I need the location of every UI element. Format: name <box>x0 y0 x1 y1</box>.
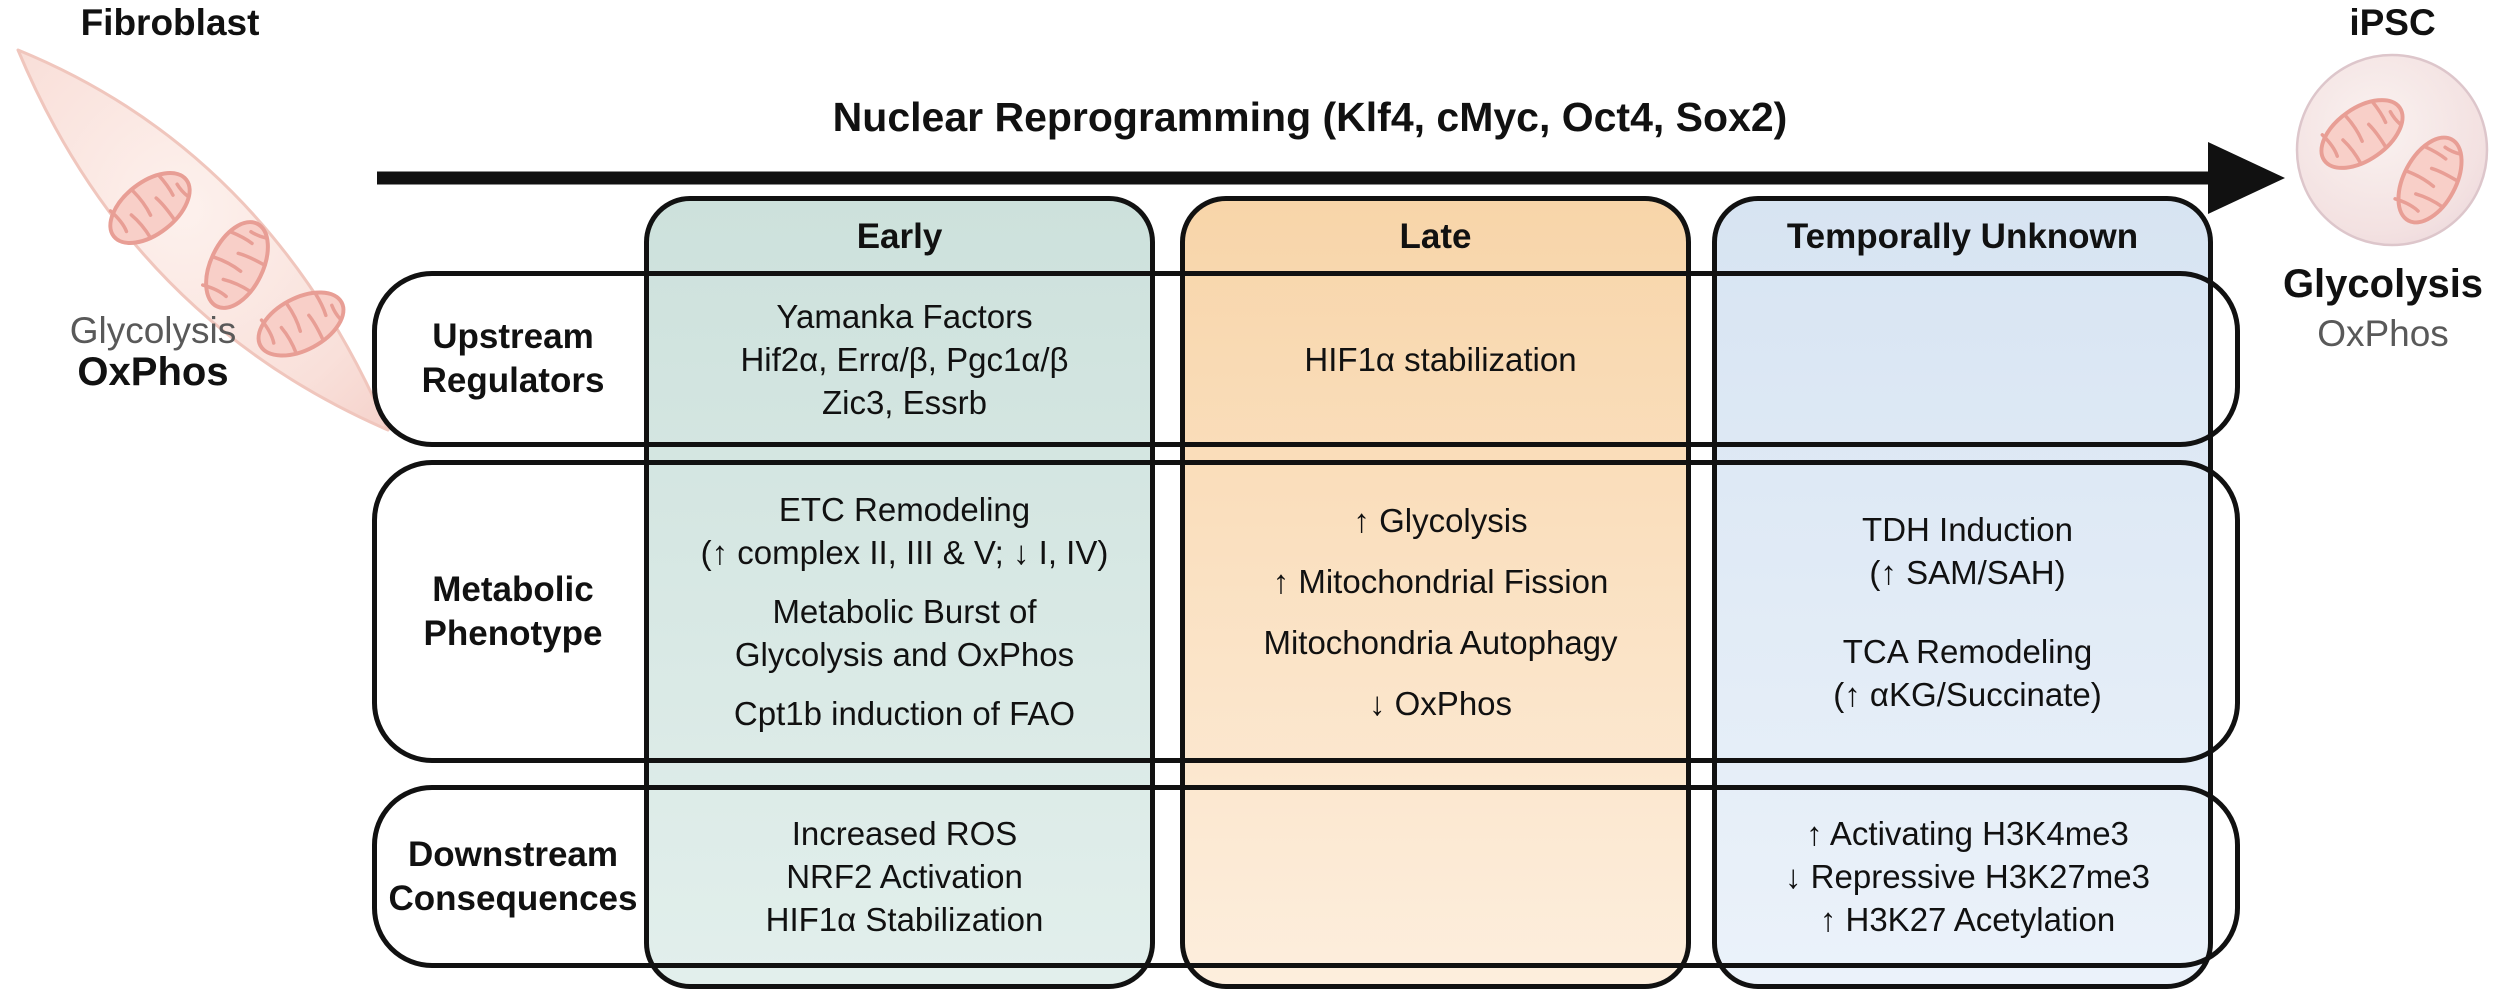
row-label-upstream-regulators: Upstream Regulators <box>421 317 605 400</box>
cell-downstream-early: Increased ROS NRF2 Activation HIF1α Stab… <box>765 815 1044 938</box>
fibroblast-glycolysis-label: Glycolysis <box>69 310 237 351</box>
column-temporally-unknown: Temporally Unknown <box>1712 196 2213 989</box>
cell-downstream-unknown: ↑ Activating H3K4me3 ↓ Repressive H3K27m… <box>1785 815 2150 938</box>
cell-upstream-unknown-empty <box>1717 276 2218 442</box>
cell-metabolic-unknown: TDH Induction (↑ SAM/SAH) TCA Remodeling… <box>1717 465 2218 758</box>
cell-metabolic-late: ↑ Glycolysis ↑ Mitochondrial Fission Mit… <box>1263 501 1618 722</box>
cell-upstream-late: HIF1α stabilization <box>1304 340 1577 378</box>
column-header-temporally-unknown: Temporally Unknown <box>1786 217 2139 256</box>
cell-paragraph: Cpt1b induction of FAO <box>733 695 1076 732</box>
cell-upstream-early: Yamanka Factors Hif2α, Errα/β, Pgc1α/β Z… <box>740 297 1069 421</box>
cell-metabolic-early: ETC Remodeling (↑ complex II, III & V; ↓… <box>649 465 1160 758</box>
figure-title: Nuclear Reprogramming (Klf4, cMyc, Oct4,… <box>832 94 1788 140</box>
row-downstream-consequences: Downstream Consequences Increased ROS NR… <box>372 785 2240 968</box>
row-label-metabolic-phenotype: Metabolic Phenotype <box>423 569 603 653</box>
cell-downstream-late-empty <box>1185 790 1696 963</box>
column-late: Late <box>1180 196 1691 989</box>
ipsc-oxphos-label: OxPhos <box>2317 313 2449 354</box>
cell-paragraph: ETC Remodeling (↑ complex II, III & V; ↓… <box>700 491 1109 571</box>
fibroblast-label: Fibroblast <box>80 2 260 43</box>
ipsc-label: iPSC <box>2349 2 2436 43</box>
cell-paragraph: Metabolic Burst of Glycolysis and OxPhos <box>734 593 1075 673</box>
fibroblast-oxphos-label: OxPhos <box>77 350 229 394</box>
column-early: Early <box>644 196 1155 989</box>
row-upstream-regulators: Upstream Regulators Yamanka Factors Hif2… <box>372 271 2240 447</box>
cell-paragraph: TCA Remodeling (↑ αKG/Succinate) <box>1833 632 2102 713</box>
cell-paragraph: TDH Induction (↑ SAM/SAH) <box>1862 510 2073 591</box>
ipsc-glycolysis-label: Glycolysis <box>2282 262 2484 306</box>
row-metabolic-phenotype: Metabolic Phenotype ETC Remodeling (↑ co… <box>372 460 2240 763</box>
timeline-arrow-icon <box>377 142 2285 214</box>
ipsc-cell-illustration <box>2295 53 2489 247</box>
column-header-late: Late <box>1399 217 1472 256</box>
column-header-early: Early <box>856 217 943 256</box>
row-label-downstream-consequences: Downstream Consequences <box>388 834 638 918</box>
fibroblast-cell-illustration <box>16 48 390 432</box>
